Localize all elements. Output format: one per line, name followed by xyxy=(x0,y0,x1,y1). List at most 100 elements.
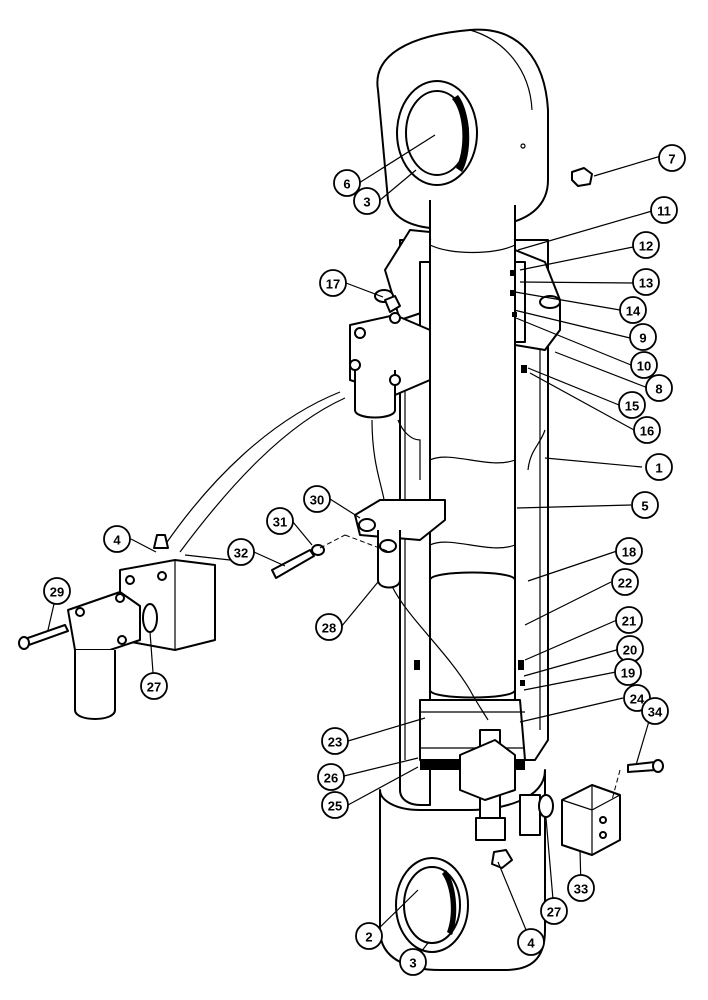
callout-27: 27 xyxy=(140,672,168,700)
callout-28: 28 xyxy=(315,613,343,641)
bolt-34-dashline xyxy=(611,769,621,801)
callout-circle xyxy=(645,453,673,481)
callout-circle xyxy=(303,485,331,513)
callout-circle xyxy=(43,577,71,605)
grease-fitting-4-lower xyxy=(491,849,513,869)
callout-circle xyxy=(319,269,347,297)
callout-number: 25 xyxy=(328,799,342,814)
callout-circle xyxy=(615,537,643,565)
callout-number: 16 xyxy=(640,424,654,439)
callout-circle xyxy=(633,416,661,444)
callout-circle xyxy=(658,144,686,172)
tube-clamp xyxy=(354,499,446,589)
callout-circle xyxy=(333,169,361,197)
callout-11: 11 xyxy=(650,196,678,224)
callout-number: 11 xyxy=(657,204,671,219)
callout-circle xyxy=(321,791,349,819)
callout-number: 1 xyxy=(655,461,662,476)
callout-number: 3 xyxy=(363,195,370,210)
callout-circle xyxy=(641,697,669,725)
callout-number: 30 xyxy=(310,493,324,508)
lower-tube-fitting xyxy=(459,729,516,841)
callout-circle xyxy=(321,727,349,755)
callout-number: 28 xyxy=(322,621,336,636)
callout-number: 33 xyxy=(574,882,588,897)
callout-33: 33 xyxy=(567,874,595,902)
callout-number: 34 xyxy=(648,705,663,720)
callout-number: 2 xyxy=(365,930,372,945)
callout-circle xyxy=(103,525,131,553)
callout-29: 29 xyxy=(43,577,71,605)
callout-32: 32 xyxy=(227,538,255,566)
callout-21: 21 xyxy=(615,606,643,634)
callout-circle xyxy=(353,187,381,215)
callout-number: 29 xyxy=(50,585,64,600)
callout-number: 7 xyxy=(668,152,675,167)
callout-circle xyxy=(355,922,383,950)
callout-number: 13 xyxy=(639,276,653,291)
callout-number: 27 xyxy=(547,905,561,920)
hose-line-b xyxy=(179,397,346,553)
hose-line-a xyxy=(164,391,341,546)
callout-15: 15 xyxy=(618,391,646,419)
callout-number: 24 xyxy=(630,692,645,707)
callout-34: 34 xyxy=(641,697,669,725)
callout-number: 22 xyxy=(618,576,632,591)
callout-number: 18 xyxy=(622,545,636,560)
callout-number: 10 xyxy=(637,359,651,374)
callout-circle xyxy=(645,374,673,402)
detail-elbow-flange xyxy=(67,591,158,720)
callout-4: 4 xyxy=(517,928,545,956)
callout-number: 26 xyxy=(324,771,338,786)
callout-number: 31 xyxy=(273,515,287,530)
callout-circle xyxy=(315,613,343,641)
callout-number: 4 xyxy=(113,533,121,548)
callout-number: 5 xyxy=(641,499,648,514)
callout-20: 20 xyxy=(616,635,644,663)
callout-4: 4 xyxy=(103,525,131,553)
detail-valve-block xyxy=(119,534,216,651)
callout-circle xyxy=(227,538,255,566)
callout-number: 23 xyxy=(328,735,342,750)
callout-16: 16 xyxy=(633,416,661,444)
grease-fitting-7 xyxy=(520,143,593,187)
callout-number: 27 xyxy=(147,680,161,695)
callout-circle xyxy=(619,296,647,324)
callout-circle xyxy=(631,491,659,519)
callout-12: 12 xyxy=(632,231,660,259)
callout-number: 32 xyxy=(234,546,248,561)
callout-2: 2 xyxy=(355,922,383,950)
callout-26: 26 xyxy=(317,763,345,791)
callout-circle xyxy=(615,606,643,634)
callout-23: 23 xyxy=(321,727,349,755)
callout-1: 1 xyxy=(645,453,673,481)
bolt-34 xyxy=(627,759,664,773)
callout-circle xyxy=(630,351,658,379)
callout-number: 12 xyxy=(639,239,653,254)
callout-number: 15 xyxy=(625,399,639,414)
callout-number: 6 xyxy=(343,177,350,192)
callout-30: 30 xyxy=(303,485,331,513)
callout-circle xyxy=(517,928,545,956)
callout-circle xyxy=(629,323,657,351)
bolt-29 xyxy=(18,624,69,650)
callout-circle xyxy=(650,196,678,224)
callout-31: 31 xyxy=(266,507,294,535)
callout-8: 8 xyxy=(645,374,673,402)
callout-number: 19 xyxy=(621,666,635,681)
callout-13: 13 xyxy=(632,268,660,296)
callout-number: 20 xyxy=(623,643,637,658)
callout-circle xyxy=(632,268,660,296)
callout-circle xyxy=(567,874,595,902)
callout-3: 3 xyxy=(399,948,427,976)
callout-circle xyxy=(399,948,427,976)
callout-9: 9 xyxy=(629,323,657,351)
callout-22: 22 xyxy=(611,568,639,596)
callout-number: 17 xyxy=(326,277,340,292)
eye-bushing xyxy=(396,80,478,186)
callout-number: 21 xyxy=(622,614,636,629)
callout-number: 9 xyxy=(639,331,646,346)
callout-6: 6 xyxy=(333,169,361,197)
callout-number: 4 xyxy=(527,936,535,951)
